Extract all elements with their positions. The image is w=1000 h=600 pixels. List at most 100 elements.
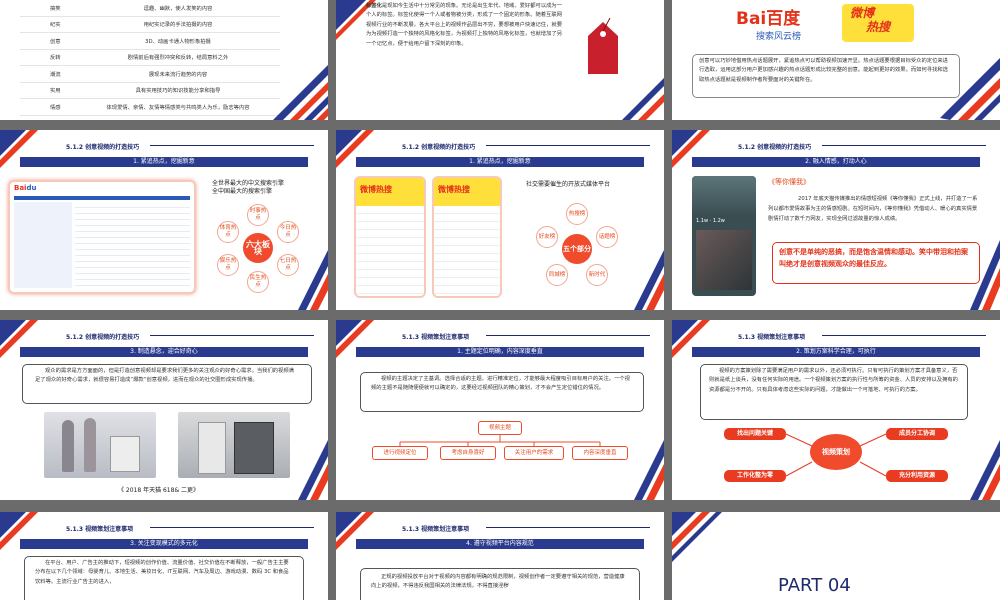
header-rule xyxy=(486,145,650,146)
section-header: 5.1.2 创意视频的打造技巧 xyxy=(66,144,140,151)
plan-item-key-issue: 找出问题关键 xyxy=(724,428,786,440)
style-table-row: 搞笑 逗趣、幽默，使人发笑的内容 xyxy=(20,0,280,17)
petal-entertainment: 娱乐热点 xyxy=(217,254,239,276)
theme-node-positioning: 进行视频定位 xyxy=(372,446,428,460)
callout-line-2: 全中国最大的搜索引擎 xyxy=(212,188,273,195)
style-table-row: 创意 3D、动画卡通人物形象拍摄 xyxy=(20,33,280,50)
slide-thumbnail-5[interactable]: 5.1.2 创意视频的打造技巧 1. 紧追热点，挖掘新意 微博热搜 微博热搜 社… xyxy=(336,130,664,310)
weibo-hotsearch-logo: 微博 热搜 xyxy=(842,4,914,42)
tag-text: 是现如今生活中十分常见的现象。无论是出生年代、地域、爱好都可以成为一个人的标签。… xyxy=(366,3,563,47)
slide-thumbnail-2[interactable]: 标签化是现如今生活中十分常见的现象。无论是出生年代、地域、爱好都可以成为一个人的… xyxy=(336,0,664,120)
style-table-row: 潮流 展现未来流行趋势的内容 xyxy=(20,66,280,83)
section-header: 5.1.3 视频策划注意事项 xyxy=(402,526,470,533)
slide-thumbnail-3[interactable]: Bai百度 搜索风云榜 微博 热搜 创意可以巧妙地借用热点话题展开，紧追热点可以… xyxy=(672,0,1000,120)
subtitle-bar: 1. 紧追热点，挖掘新意 xyxy=(20,157,308,167)
slide-thumbnail-11[interactable]: 5.1.3 视频策划注意事项 4. 遵守视频平台内容规范 正规的视频投放平台对于… xyxy=(336,512,664,600)
theme-tree-connectors xyxy=(399,433,601,446)
subtitle-bar: 3. 制造悬念，迎合好奇心 xyxy=(20,347,308,357)
plan-item-resources: 充分利用资源 xyxy=(886,470,948,482)
plan-connectors xyxy=(785,433,887,477)
section-header: 5.1.3 视频策划注意事项 xyxy=(66,526,134,533)
highlight-quote: 创意不是单纯的恶搞，而是饱含温情和感动。笑中带泪和拍案叫绝才是创意视频观众的最佳… xyxy=(772,242,980,284)
style-table-row: 纪实用纪实记录的手法拍摄的内容 xyxy=(20,17,280,33)
style-description: 展现未来流行趋势的内容 xyxy=(148,71,208,78)
corner-stripes-decoration xyxy=(970,440,1000,500)
baidu-callout: 全世界最大的中文搜索引擎 全中国最大的搜索引擎 xyxy=(212,180,284,196)
ad-photo-left xyxy=(44,412,156,478)
ad-photo-right xyxy=(178,412,290,478)
petal-new-era: 新时代 xyxy=(586,264,608,286)
platform-rules-paragraph: 正规的视频投放平台对于视频的内容都有明确的规范限制，视频创作者一定要遵守相关的规… xyxy=(360,568,640,600)
corner-stripes-decoration xyxy=(672,320,710,358)
style-name: 创意 xyxy=(50,38,61,45)
section-header: 5.1.3 视频策划注意事项 xyxy=(402,334,470,341)
weibo-callout: 社交需要催生的开放式媒体平台 xyxy=(526,181,611,188)
petal-current-affairs: 时事热点 xyxy=(247,204,269,226)
slide-thumbnail-8[interactable]: 5.1.3 视频策划注意事项 1. 主题定位明确，内容深度垂直 视频的主题决定了… xyxy=(336,320,664,500)
style-table-row: 实用具有实用技巧的知识技能分享和指导 xyxy=(20,83,280,99)
corner-stripes-decoration xyxy=(273,65,328,120)
theme-node-depth: 内容深度垂直 xyxy=(572,446,628,460)
style-description: 逗趣、幽默，使人发笑的内容 xyxy=(143,5,213,12)
subtitle-bar: 1. 紧追热点，挖掘新意 xyxy=(356,157,644,167)
price-tag-image xyxy=(588,18,618,74)
style-table-row: 反转剧情前后有强烈冲突和反转，结局意料之外 xyxy=(20,50,280,66)
corner-stripes-decoration xyxy=(298,440,328,500)
style-table-row: 情感 体现爱情、亲情、友情等情感类与共鸣类人为乐，励志等内容 xyxy=(20,99,280,116)
theme-node-user-needs: 关注用户的需求 xyxy=(504,446,564,460)
weibo-logo-b: 微博热搜 xyxy=(434,178,500,206)
plan-paragraph: 视频的方案策划除了需要满足用户的需求以外，还必须可执行。只有可执行的策划方案才具… xyxy=(700,364,968,420)
style-name: 纪实 xyxy=(50,22,61,29)
corner-stripes-decoration xyxy=(622,78,664,120)
theme-node-preferences: 考虑自身喜好 xyxy=(440,446,496,460)
style-name: 其他 xyxy=(20,119,76,120)
subtitle-bar: 1. 主题定位明确，内容深度垂直 xyxy=(356,347,644,357)
ad-caption: 《 2018 年天猫 618& 二更》 xyxy=(118,487,200,494)
baidu-logo: Bai百度 搜索风云榜 xyxy=(736,4,822,44)
style-name: 潮流 xyxy=(50,71,61,78)
petal-topics: 话题榜 xyxy=(596,226,618,248)
corner-stripes-decoration xyxy=(298,250,328,310)
corner-stripes-decoration xyxy=(672,130,710,168)
corner-stripes-decoration xyxy=(336,512,374,550)
slide-thumbnail-4[interactable]: 5.1.2 创意视频的打造技巧 1. 紧追热点，挖掘新意 Baidu 全世界最大… xyxy=(0,130,328,310)
plan-item-division: 成员分工协调 xyxy=(886,428,948,440)
style-name: 情感 xyxy=(50,104,61,111)
corner-stripes-decoration xyxy=(336,0,376,40)
header-rule xyxy=(822,335,986,336)
header-rule xyxy=(486,527,650,528)
style-description: 其他无法归类的小众风格 xyxy=(76,119,280,120)
monetization-paragraph: 在平台、用户、广告主的推动下，短视频的创作价值、流量价值、社交价值在不断释放，一… xyxy=(24,556,304,600)
plan-item-breakdown: 工作化整为零 xyxy=(724,470,786,482)
baidu-logo-text: Bai百度 xyxy=(736,9,801,29)
plan-center: 视频策划 xyxy=(810,434,862,470)
slide-thumbnail-1[interactable]: 搞笑 逗趣、幽默，使人发笑的内容纪实用纪实记录的手法拍摄的内容创意 3D、动画卡通人… xyxy=(0,0,328,120)
slide-thumbnail-9[interactable]: 5.1.3 视频策划注意事项 2. 策划方案科学合理，可执行 视频的方案策划除了… xyxy=(672,320,1000,500)
petal-sports: 体育热点 xyxy=(217,221,239,243)
corner-stripes-decoration xyxy=(336,320,374,358)
corner-stripes-decoration xyxy=(336,130,374,168)
style-description: 体现爱情、亲情、友情等情感类与共鸣类人为乐，励志等内容 xyxy=(106,104,250,111)
petal-same-city: 同城榜 xyxy=(546,264,568,286)
curiosity-paragraph: 观众的需求是方方面面的，但是打造创意视频却是要求我们更多的关注观众的好奇心需求。… xyxy=(22,364,312,404)
weibo-hotsearch-screenshot-2: 微博热搜 xyxy=(432,176,502,298)
slide-thumbnail-10[interactable]: 5.1.3 视频策划注意事项 3. 关注变现模式的多元化 在平台、用户、广告主的… xyxy=(0,512,328,600)
slide-thumbnail-6[interactable]: 5.1.2 创意视频的打造技巧 2. 融入情感，打动人心 1.1w · 1.2w… xyxy=(672,130,1000,310)
petal-friends: 好友榜 xyxy=(536,226,558,248)
style-table-row: 其他其他无法归类的小众风格 xyxy=(20,116,280,121)
part-title: PART 04 xyxy=(778,575,851,596)
subtitle-bar: 3. 关注变现模式的多元化 xyxy=(20,539,308,549)
style-description: 3D、动画卡通人物形象拍摄 xyxy=(145,38,211,45)
petal-hot-search: 热搜榜 xyxy=(566,203,588,225)
slide-thumbnail-7[interactable]: 5.1.2 创意视频的打造技巧 3. 制造悬念，迎合好奇心 观众的需求是方方面面… xyxy=(0,320,328,500)
slide-thumbnail-12[interactable]: PART 04 xyxy=(672,512,1000,600)
views-count: 1.1w xyxy=(696,218,709,224)
header-rule xyxy=(486,335,650,336)
video-paragraph: 2017 年底天猫传媒推出的情感短视频《等你懂我》正式上线，并打造了一系列以都市… xyxy=(768,196,978,222)
petal-livelihood: 民生热点 xyxy=(247,271,269,293)
style-name: 搞笑 xyxy=(50,5,61,12)
weibo-hotsearch-screenshot-1: 微博热搜 xyxy=(354,176,426,298)
style-table: 搞笑 逗趣、幽默，使人发笑的内容纪实用纪实记录的手法拍摄的内容创意 3D、动画卡通人… xyxy=(20,0,280,120)
style-name: 反转 xyxy=(50,55,61,62)
corner-stripes-decoration xyxy=(672,512,722,562)
